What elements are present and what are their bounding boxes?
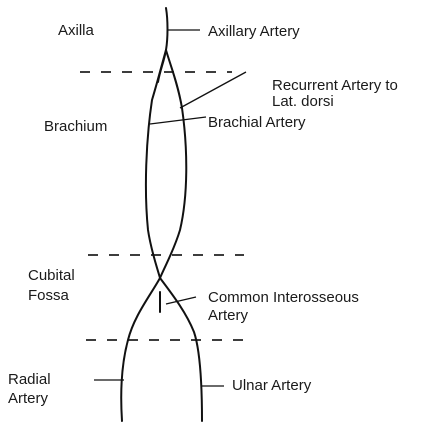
label-lat-dorsi: Lat. dorsi	[272, 93, 334, 110]
label-axillary-artery: Axillary Artery	[208, 23, 300, 40]
interosseous-leader	[166, 297, 196, 304]
label-recurrent-artery: Recurrent Artery to	[272, 77, 398, 94]
recurrent-leader	[180, 72, 246, 108]
label-cubital: Cubital	[28, 267, 75, 284]
label-brachial-artery: Brachial Artery	[208, 114, 306, 131]
label-common-interosseous: Common Interosseous	[208, 289, 359, 306]
ulnar-artery-vessel	[160, 278, 202, 421]
brachial-leader	[150, 117, 206, 124]
label-brachium: Brachium	[44, 118, 107, 135]
label-radial: Radial	[8, 371, 51, 388]
label-interosseous-artery: Artery	[208, 307, 249, 324]
label-radial-artery: Artery	[8, 390, 49, 407]
brachial-artery-strand-left	[146, 50, 166, 278]
brachial-artery-strand-right	[160, 50, 186, 278]
label-axilla: Axilla	[58, 22, 95, 39]
label-ulnar-artery: Ulnar Artery	[232, 377, 312, 394]
label-fossa: Fossa	[28, 287, 70, 304]
radial-artery-vessel	[121, 278, 160, 421]
